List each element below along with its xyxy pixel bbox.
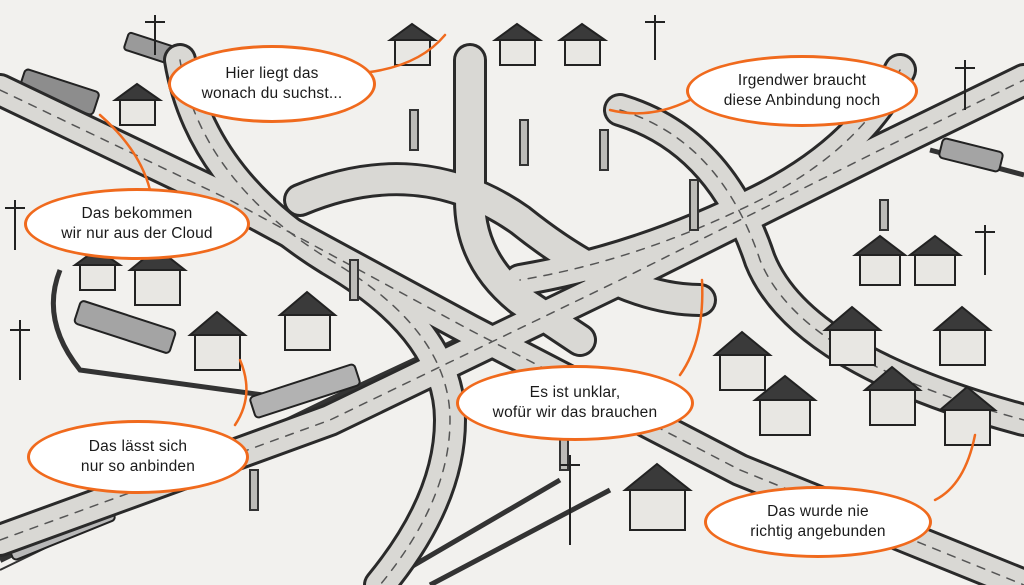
utility-poles (5, 15, 995, 545)
houses (71, 22, 998, 531)
callout-bottom-right: Das wurde nie richtig angebunden (704, 486, 932, 558)
callout-top-left-text: Hier liegt das wonach du suchst... (201, 65, 343, 102)
callout-leader-lines (98, 33, 977, 502)
callout-mid-left-text: Das bekommen wir nur aus der Cloud (61, 205, 213, 242)
callout-top-right-text: Irgendwer braucht diese Anbindung noch (723, 72, 881, 109)
callout-bottom-left: Das lässt sich nur so anbinden (27, 420, 249, 494)
callout-mid-left: Das bekommen wir nur aus der Cloud (24, 188, 250, 260)
callout-bottom-left-text: Das lässt sich nur so anbinden (80, 438, 196, 475)
callout-center-text: Es ist unklar, wofür wir das brauchen (492, 384, 658, 421)
callout-top-left: Hier liegt das wonach du suchst... (168, 45, 376, 123)
bridge-pillars (249, 109, 889, 511)
callout-top-right: Irgendwer braucht diese Anbindung noch (686, 55, 918, 127)
callout-bottom-right-text: Das wurde nie richtig angebunden (750, 503, 886, 540)
callout-center: Es ist unklar, wofür wir das brauchen (456, 365, 694, 441)
